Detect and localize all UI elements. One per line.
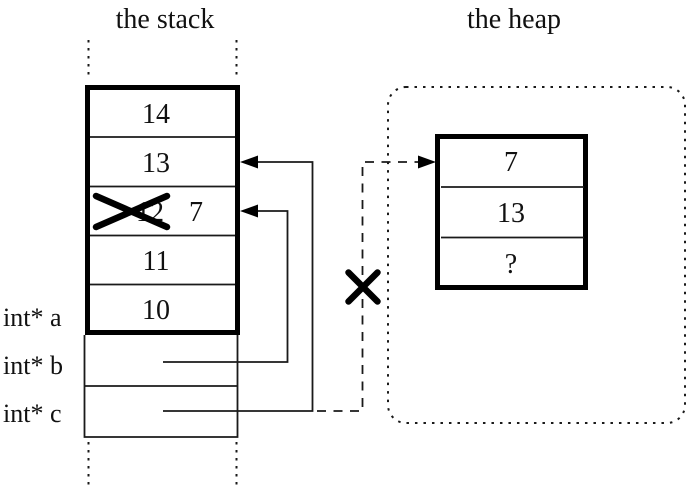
label-int-ptr-b: int* b — [3, 351, 63, 380]
stack-cell-value-13: 13 — [142, 148, 170, 179]
label-int-ptr-c: int* c — [3, 399, 62, 428]
stack-section: the stack 14 13 12 7 11 10 int* a int* b… — [3, 4, 240, 487]
heap-section: the heap 7 13 ? — [387, 4, 686, 424]
label-int-ptr-a: int* a — [3, 303, 62, 332]
stack-cell-dividers — [90, 136, 235, 286]
heap-cell-value-7: 7 — [504, 147, 518, 178]
crossout-x-icon — [92, 192, 171, 231]
pointer-b-line — [163, 210, 289, 363]
pointer-arrows — [163, 155, 436, 412]
heap-cell-dividers — [441, 186, 584, 239]
stack-cell-overwrite-value-7: 7 — [189, 197, 203, 228]
heap-block-frame — [435, 134, 588, 290]
stack-cell-value-14: 14 — [142, 99, 170, 130]
dangling-pointer-arrowhead-icon — [418, 155, 436, 169]
heap-region-dotted-frame — [387, 86, 686, 424]
heap-cell-value-13: 13 — [497, 198, 525, 229]
dangling-pointer-x-icon — [345, 269, 381, 305]
pointer-variable-cells — [83, 335, 239, 438]
heap-title: the heap — [467, 4, 561, 35]
heap-cell-value-unknown: ? — [505, 249, 517, 280]
pointer-c-line — [163, 161, 314, 412]
stack-cell-value-11: 11 — [143, 246, 170, 277]
stack-cell-value-10: 10 — [142, 295, 170, 326]
stack-title: the stack — [116, 4, 215, 35]
pointer-b-arrowhead-icon — [240, 204, 258, 218]
stack-frame — [85, 85, 240, 335]
pointer-c-arrowhead-icon — [240, 155, 258, 169]
